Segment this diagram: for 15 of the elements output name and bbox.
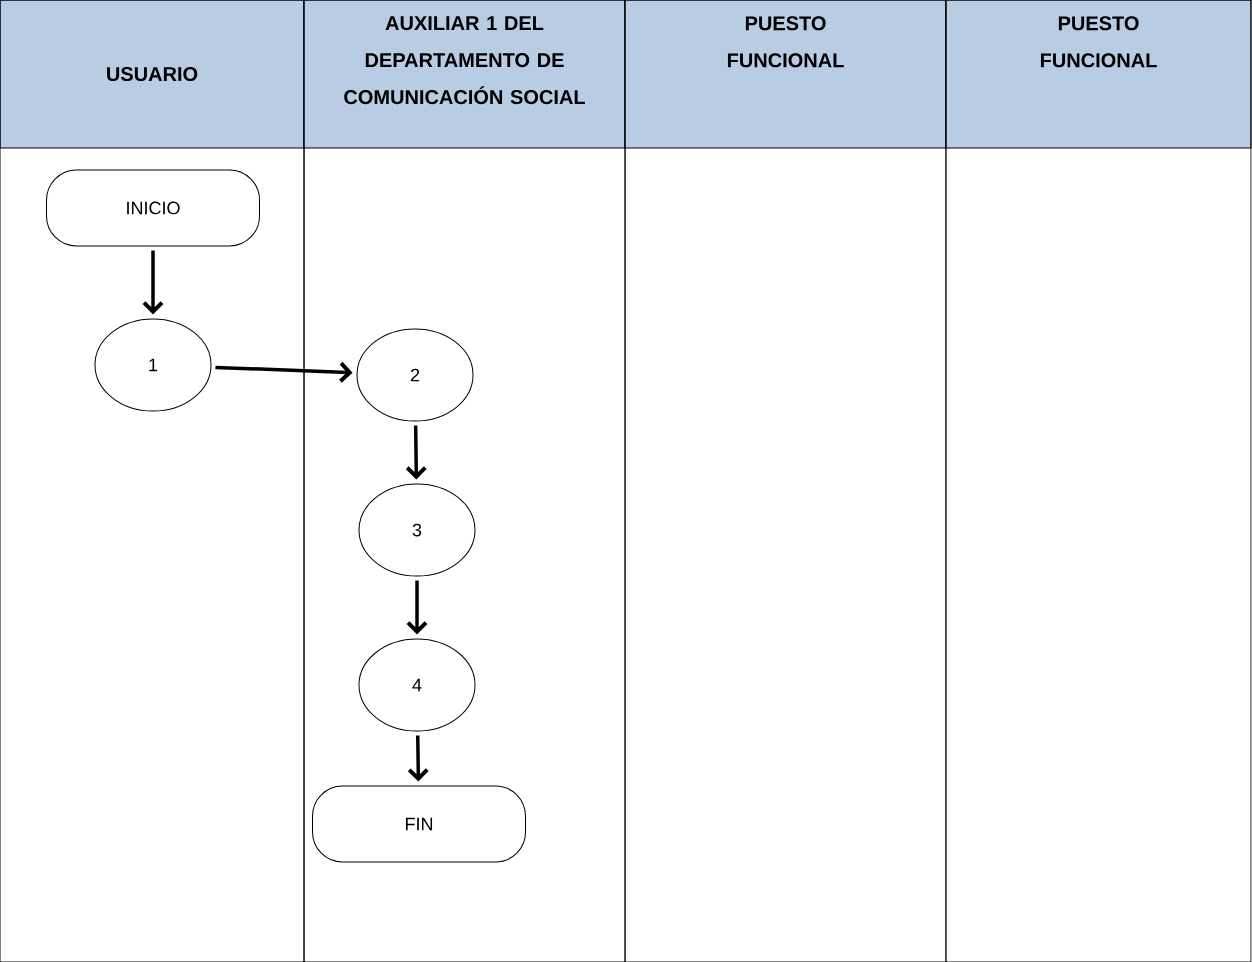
lane-header: USUARIO [107, 66, 198, 82]
arrow [142, 250, 164, 315]
arrow [405, 425, 427, 480]
terminal-box: INICIO [46, 169, 260, 247]
lane-header: AUXILIAR 1 DEL DEPARTAMENTO DE COMUNICACIÓN SOCIAL [344, 16, 585, 105]
swimlane [303, 0, 626, 962]
terminal-box: FIN [312, 785, 526, 863]
swimlane [945, 0, 1252, 962]
swimlane [0, 0, 305, 962]
arrow [406, 580, 428, 635]
arrow [407, 735, 429, 782]
arrow [215, 361, 353, 383]
swimlane [624, 0, 947, 962]
lane-header: PUESTO FUNCIONAL [1040, 16, 1157, 68]
lane-header: PUESTO FUNCIONAL [727, 16, 844, 68]
